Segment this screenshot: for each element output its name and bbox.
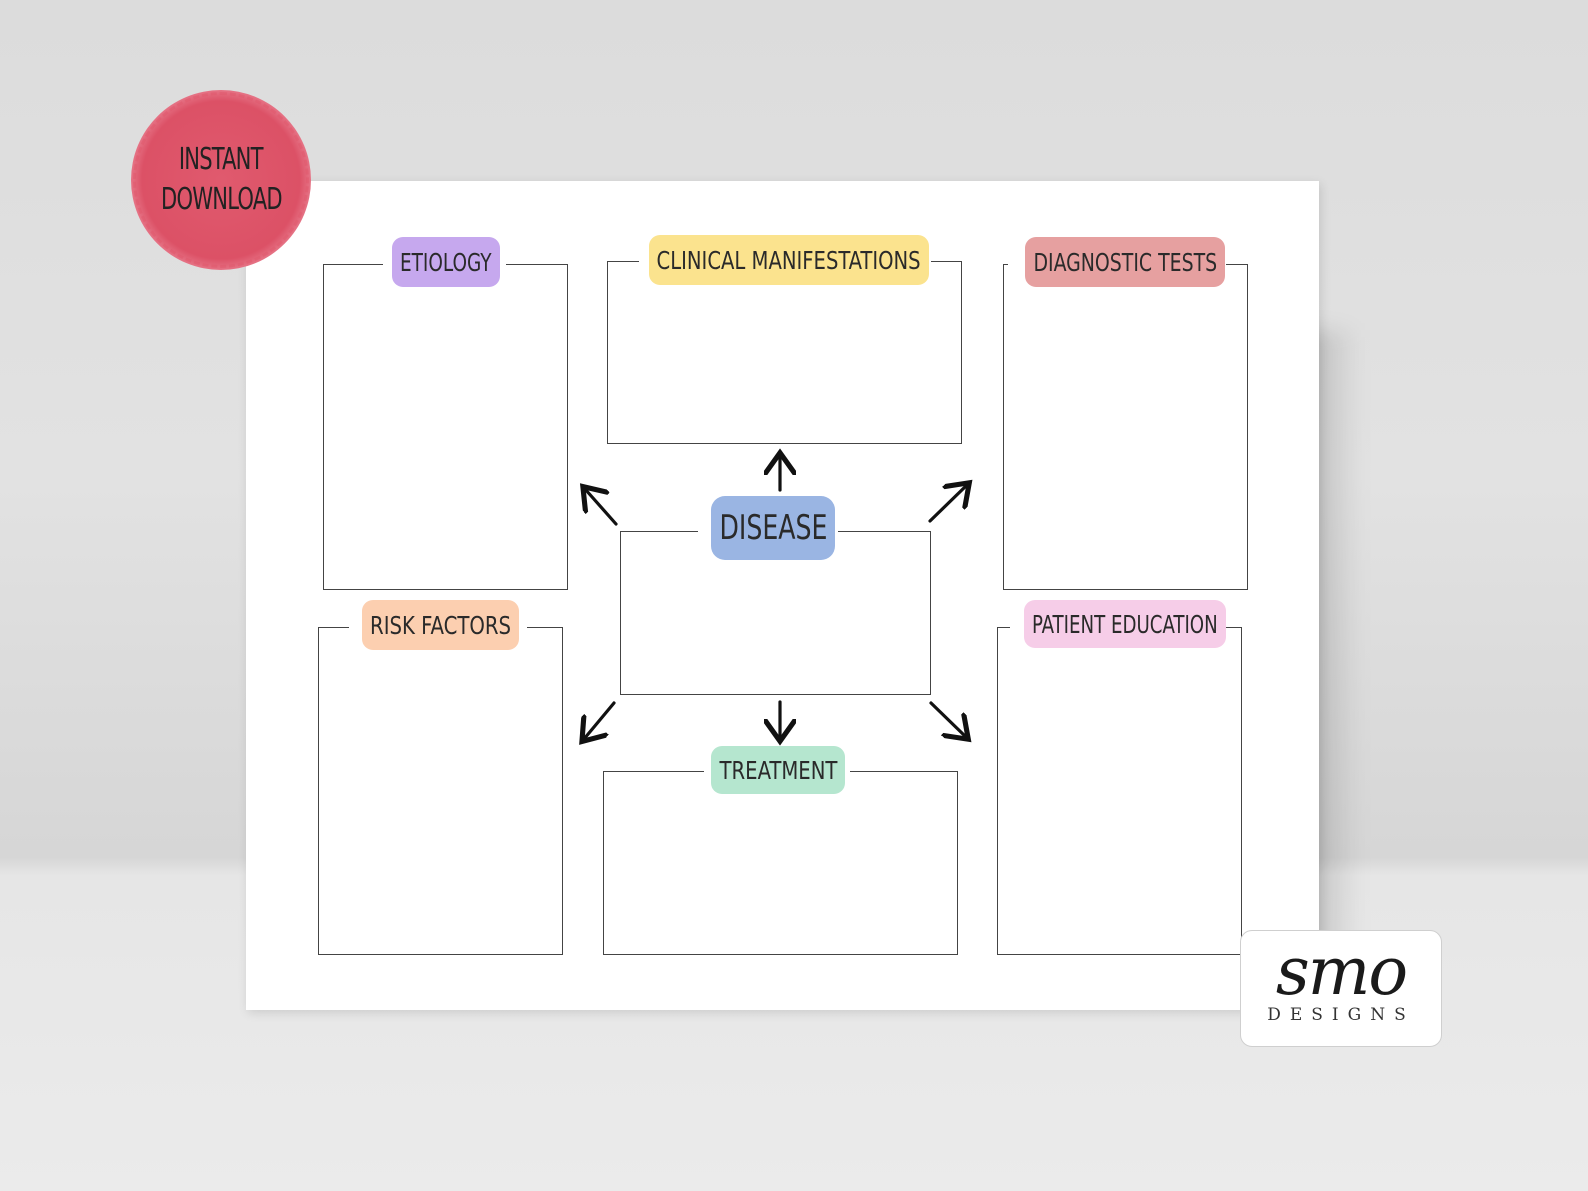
etiology-label: ETIOLOGY xyxy=(392,237,500,287)
logo-subtitle: DESIGNS xyxy=(1267,1005,1415,1025)
clinical-manifestations-label: CLINICAL MANIFESTATIONS xyxy=(649,235,929,285)
instant-download-stamp: INSTANT DOWNLOAD xyxy=(131,90,311,270)
risk-factors-box xyxy=(318,627,563,955)
treatment-label: TREATMENT xyxy=(711,746,845,794)
logo-script-text: smo xyxy=(1275,933,1408,1010)
clinical-manifestations-box xyxy=(607,261,962,444)
risk-factors-label: RISK FACTORS xyxy=(362,600,519,650)
stamp-line-1: INSTANT xyxy=(179,142,264,177)
diagnostic-tests-label: DIAGNOSTIC TESTS xyxy=(1025,237,1225,287)
stamp-line-2: DOWNLOAD xyxy=(160,182,283,217)
treatment-box xyxy=(603,771,958,955)
patient-education-box xyxy=(997,627,1242,955)
worksheet-page: ETIOLOGY CLINICAL MANIFESTATIONS DIAGNOS… xyxy=(246,181,1319,1010)
diagnostic-tests-box xyxy=(1003,264,1248,590)
patient-education-label: PATIENT EDUCATION xyxy=(1024,600,1226,648)
etiology-box xyxy=(323,264,568,590)
smo-designs-logo: smo DESIGNS xyxy=(1240,930,1442,1047)
disease-label: DISEASE xyxy=(711,496,835,560)
